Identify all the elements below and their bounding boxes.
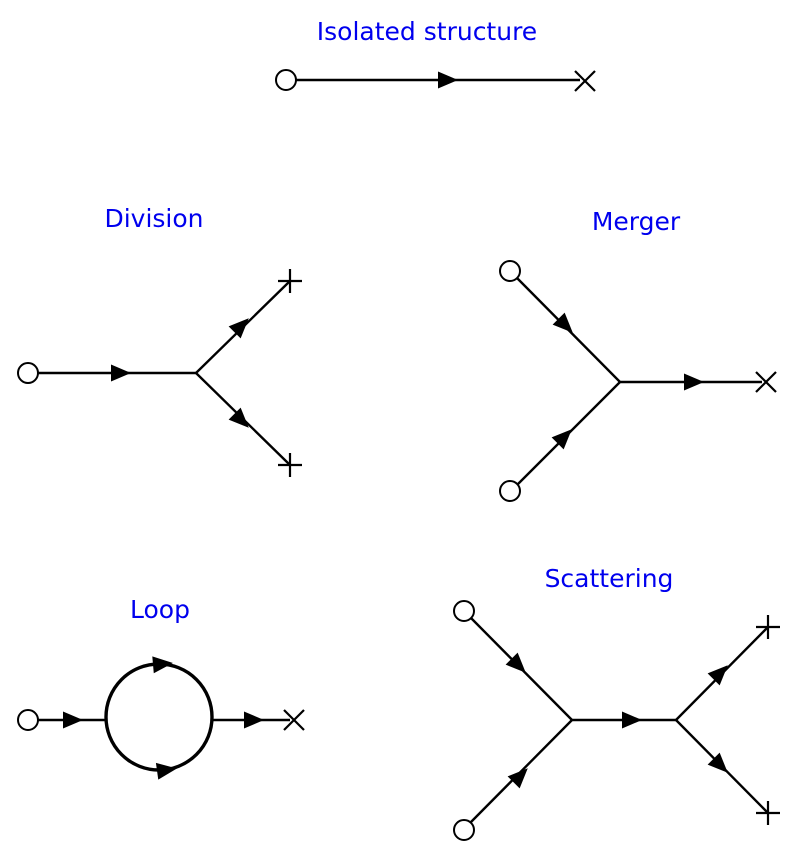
flow-arrow [244,711,264,729]
flow-arrow [152,654,174,674]
panel-loop: Loop [17,595,306,780]
flow-arrow [684,373,704,391]
start-node [499,480,521,502]
flow-arrow [438,71,458,89]
loop-ring [104,662,214,772]
panel-title-loop: Loop [130,595,190,624]
panel-scattering: Scattering [453,564,782,841]
start-node [275,69,297,91]
start-node [17,709,39,731]
panel-division: Division [17,204,304,479]
start-node [499,260,521,282]
panel-merger: Merger [499,207,778,502]
flow-arrow [63,711,83,729]
start-node [17,362,39,384]
flow-arrow [507,762,534,789]
flow-arrow [228,312,255,339]
flow-arrow [228,407,255,434]
flow-arrow [707,659,734,686]
panel-title-merger: Merger [592,207,681,236]
panel-title-division: Division [104,204,203,233]
flow-arrow [622,711,642,729]
flow-arrow [111,364,131,382]
panel-title-isolated: Isolated structure [317,17,537,46]
start-node [453,600,475,622]
flow-arrow [155,760,179,780]
panel-isolated: Isolated structure [275,17,597,93]
start-node [453,819,475,841]
panel-title-scattering: Scattering [545,564,674,593]
